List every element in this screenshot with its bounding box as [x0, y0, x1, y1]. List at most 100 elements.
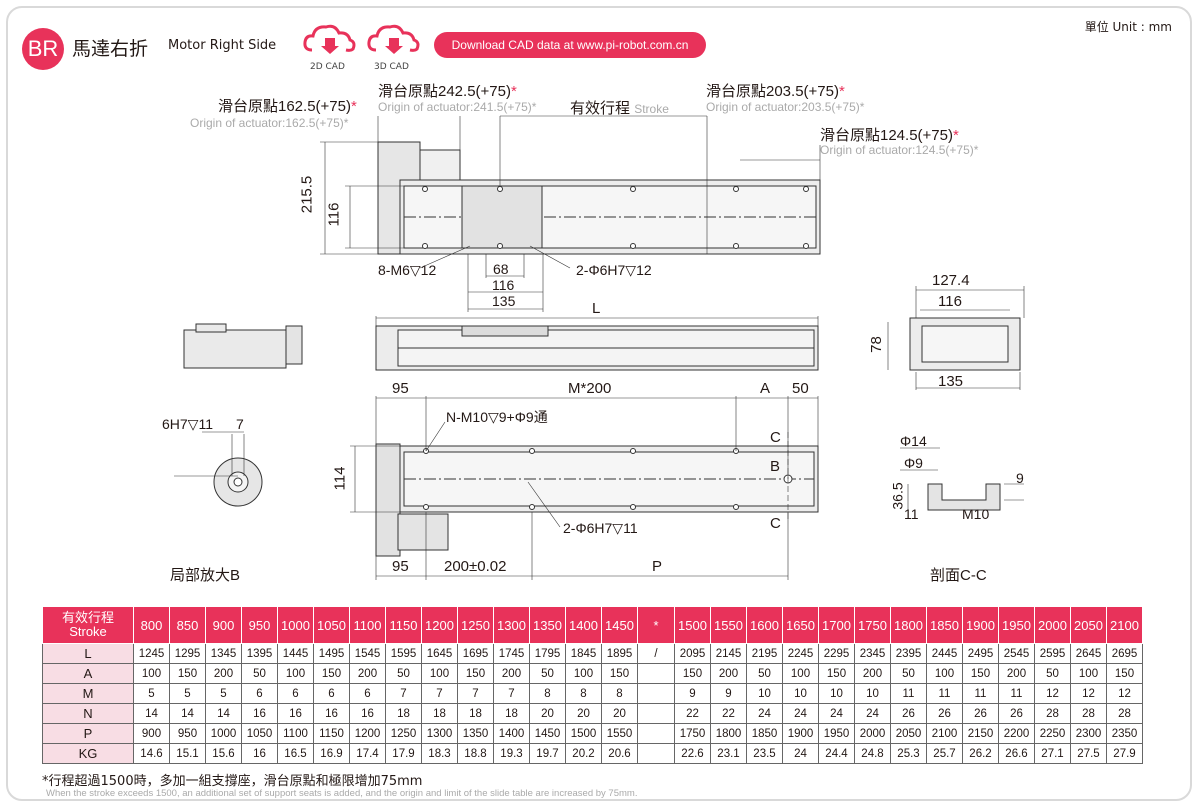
table-cell: 20 — [601, 703, 638, 724]
title-chinese: 馬達右折 — [72, 38, 149, 60]
stroke-cell: 1500 — [674, 606, 711, 644]
table-cell: 25.3 — [890, 743, 927, 764]
stroke-cell: 1750 — [854, 606, 891, 644]
table-cell: 2345 — [854, 643, 891, 664]
table-cell: 22.6 — [674, 743, 711, 764]
table-cell: 11 — [890, 683, 927, 704]
table-cell: 15.6 — [205, 743, 242, 764]
table-cell: 24 — [782, 703, 819, 724]
cloud-download-icon — [367, 24, 420, 54]
table-cell: 16 — [349, 703, 386, 724]
table-cell: 6 — [277, 683, 314, 704]
cad-2d-button[interactable]: 2D CAD — [302, 20, 358, 72]
table-cell: 24.4 — [818, 743, 855, 764]
table-cell: 150 — [169, 663, 206, 684]
table-cell: 8 — [565, 683, 602, 704]
table-cell: 6 — [241, 683, 278, 704]
table-cell: 2295 — [818, 643, 855, 664]
dim-95-top: 95 — [392, 380, 409, 397]
table-cell: 18.8 — [457, 743, 494, 764]
download-cad-link[interactable]: Download CAD data at www.pi-robot.com.cn — [434, 32, 706, 58]
table-cell: 24 — [854, 703, 891, 724]
table-cell: 27.1 — [1034, 743, 1071, 764]
table-cell: 200 — [710, 663, 747, 684]
section-c-top: C — [770, 429, 781, 446]
table-cell: 12 — [1034, 683, 1071, 704]
note-english: When the stroke exceeds 1500, an additio… — [46, 788, 638, 799]
dim-50: 50 — [792, 380, 809, 397]
table-cell: 900 — [133, 723, 170, 744]
table-cell: 2000 — [854, 723, 891, 744]
br-badge: BR — [22, 28, 64, 70]
dim-A: A — [760, 380, 771, 397]
table-cell: 1845 — [565, 643, 602, 664]
table-cell: 14 — [169, 703, 206, 724]
table-cell: 26.6 — [998, 743, 1035, 764]
table-cell: 16 — [277, 703, 314, 724]
origin-124-text: 滑台原點124.5(+75) — [820, 127, 953, 144]
title-english: Motor Right Side — [168, 38, 277, 53]
stroke-cell: 1700 — [818, 606, 855, 644]
cad-3d-label: 3D CAD — [374, 62, 409, 72]
table-cell: 100 — [565, 663, 602, 684]
table-cell: 100 — [277, 663, 314, 684]
table-cell: A — [42, 663, 134, 684]
table-cell: 2300 — [1070, 723, 1107, 744]
table-cell: 20 — [565, 703, 602, 724]
m10-label: M10 — [962, 506, 990, 522]
dim-78: 78 — [867, 336, 885, 353]
cad-3d-button[interactable]: 3D CAD — [366, 20, 422, 72]
table-cell: 14.6 — [133, 743, 170, 764]
table-cell: 200 — [349, 663, 386, 684]
cad-2d-label: 2D CAD — [310, 62, 345, 72]
dim-11: 11 — [904, 506, 919, 522]
phi6-pin-label: 2-Φ6H7▽12 — [576, 262, 652, 278]
origin-162-label: 滑台原點162.5(+75)* — [218, 95, 357, 116]
table-cell: 100 — [421, 663, 458, 684]
table-cell: 1445 — [277, 643, 314, 664]
phi6-bottom-label: 2-Φ6H7▽11 — [563, 520, 638, 536]
dim-127-4: 127.4 — [932, 272, 970, 289]
detail-b-title: 局部放大B — [170, 567, 241, 584]
table-cell: 27.5 — [1070, 743, 1107, 764]
table-cell: 28 — [1034, 703, 1071, 724]
stroke-cell: 950 — [241, 606, 278, 644]
table-cell: 150 — [457, 663, 494, 684]
table-cell: 26 — [926, 703, 963, 724]
table-cell: 1550 — [601, 723, 638, 744]
table-cell — [637, 703, 675, 724]
table-cell: 1900 — [782, 723, 819, 744]
table-cell: 50 — [746, 663, 783, 684]
table-cell: 24 — [746, 703, 783, 724]
dim-116: 116 — [492, 277, 515, 293]
table-cell: 10 — [782, 683, 819, 704]
table-cell: 18.3 — [421, 743, 458, 764]
table-cell: 2200 — [998, 723, 1035, 744]
dim-7: 7 — [236, 416, 244, 432]
technical-drawing — [174, 115, 1025, 580]
table-cell: 1000 — [205, 723, 242, 744]
table-cell: 6 — [313, 683, 350, 704]
origin-203-en: Origin of actuator:203.5(+75)* — [706, 100, 865, 114]
stroke-cell: 1600 — [746, 606, 783, 644]
table-cell: 11 — [998, 683, 1035, 704]
table-cell: 2145 — [710, 643, 747, 664]
table-cell: 20.6 — [601, 743, 638, 764]
table-cell: 200 — [493, 663, 530, 684]
table-cell: 5 — [205, 683, 242, 704]
origin-124-en: Origin of actuator:124.5(+75)* — [820, 143, 979, 157]
table-cell: 200 — [205, 663, 242, 684]
table-cell: 11 — [926, 683, 963, 704]
origin-242-label: 滑台原點242.5(+75)* — [378, 80, 517, 101]
stroke-cell: 1000 — [277, 606, 314, 644]
stroke-cell: 1300 — [493, 606, 530, 644]
star-mark: * — [952, 127, 959, 144]
table-cell: 100 — [133, 663, 170, 684]
table-cell: 2050 — [890, 723, 927, 744]
table-cell: M — [42, 683, 134, 704]
